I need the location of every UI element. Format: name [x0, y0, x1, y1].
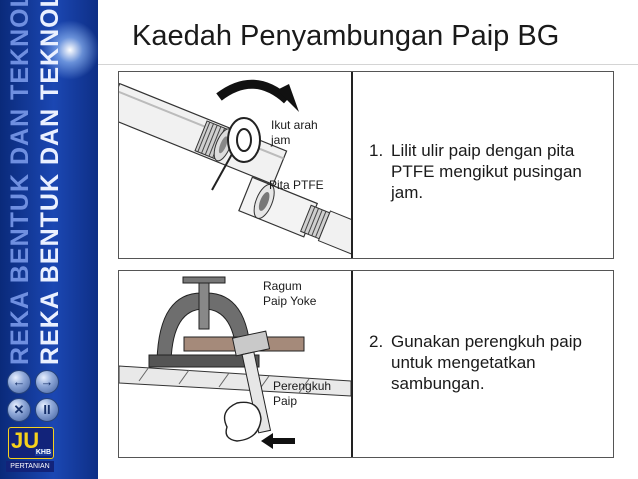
step-panel-1: Ikut arah jam Pita PTFE 1. Lilit ulir pa… — [118, 71, 614, 259]
previous-slide-button[interactable]: ← — [7, 370, 31, 394]
step-2-number: 2. — [369, 332, 384, 351]
title-divider — [98, 64, 638, 65]
sidebar-vertical-text-shadow: REKA BENTUK DAN TEKNOLOGI — [6, 0, 34, 365]
label-ptfe-tape: Pita PTFE — [269, 178, 324, 193]
step-panel-2: Ragum Paip Yoke Perengkuh Paip 2. Gunaka… — [118, 270, 614, 458]
pause-button[interactable]: II — [35, 398, 59, 422]
label-yoke-vise: Ragum Paip Yoke — [263, 279, 316, 309]
label-clockwise: Ikut arah jam — [271, 118, 318, 148]
label-ptfe-tape-text: Pita PTFE — [269, 178, 324, 192]
ptfe-wrapping-illustration: Ikut arah jam Pita PTFE — [119, 72, 351, 258]
panel-1-divider — [351, 72, 353, 258]
slide-title: Kaedah Penyambungan Paip BG — [132, 20, 560, 52]
arrow-right-icon: → — [40, 374, 54, 389]
arrow-left-icon: ← — [12, 374, 26, 389]
close-button[interactable]: ✕ — [7, 398, 31, 422]
next-slide-button[interactable]: → — [35, 370, 59, 394]
step-1-number: 1. — [369, 141, 384, 160]
pause-icon: II — [43, 402, 51, 417]
pipe-wrench-illustration: Ragum Paip Yoke Perengkuh Paip — [119, 271, 351, 457]
panel-2-divider — [351, 271, 353, 457]
label-pipe-wrench: Perengkuh Paip — [273, 379, 331, 409]
logo: JU KHB — [8, 427, 54, 459]
label-clockwise-text: Ikut arah jam — [271, 118, 318, 147]
label-pipe-wrench-text: Perengkuh Paip — [273, 379, 332, 408]
step-2-text: Gunakan perengkuh paip untuk mengetatkan… — [391, 332, 582, 393]
step-1-text: Lilit ulir paip dengan pita PTFE mengiku… — [391, 141, 582, 202]
sidebar: REKA BENTUK DAN TEKNOLOGI REKA BENTUK DA… — [0, 0, 98, 479]
close-icon: ✕ — [13, 402, 25, 417]
logo-caption: PERTANIAN — [6, 461, 54, 472]
sidebar-glow — [40, 20, 98, 80]
label-yoke-vise-text: Ragum Paip Yoke — [263, 279, 317, 308]
sidebar-vertical-text: REKA BENTUK DAN TEKNOLOGI — [36, 0, 64, 365]
logo-sub-text: KHB — [34, 449, 52, 456]
logo-main-text: JU — [11, 428, 40, 453]
